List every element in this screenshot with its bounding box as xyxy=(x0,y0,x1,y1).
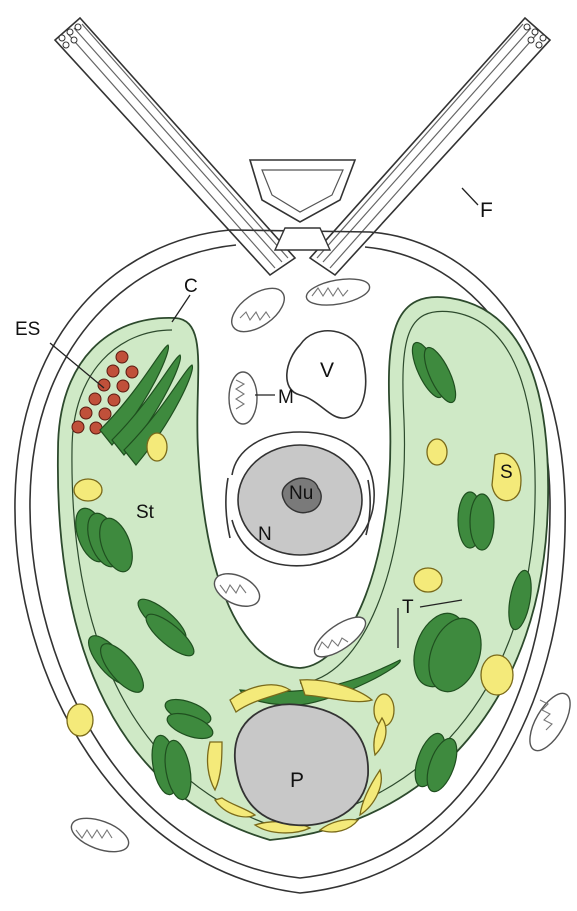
label-flagellum: F xyxy=(480,199,493,222)
flagellum-left xyxy=(55,18,295,275)
label-nucleolus: Nu xyxy=(289,483,313,504)
label-nucleus: N xyxy=(258,524,272,545)
label-eyespot: ES xyxy=(15,319,40,340)
label-vacuole: V xyxy=(320,359,334,382)
label-mitochondrion: M xyxy=(278,387,294,408)
label-thylakoid: T xyxy=(402,597,414,618)
flagellum-right xyxy=(310,18,550,275)
label-pyrenoid: P xyxy=(290,769,304,792)
label-chloroplast-envelope: C xyxy=(184,276,198,297)
label-stroma: St xyxy=(136,502,155,523)
pyrenoid xyxy=(235,704,368,825)
label-starch-grain: S xyxy=(500,462,513,483)
